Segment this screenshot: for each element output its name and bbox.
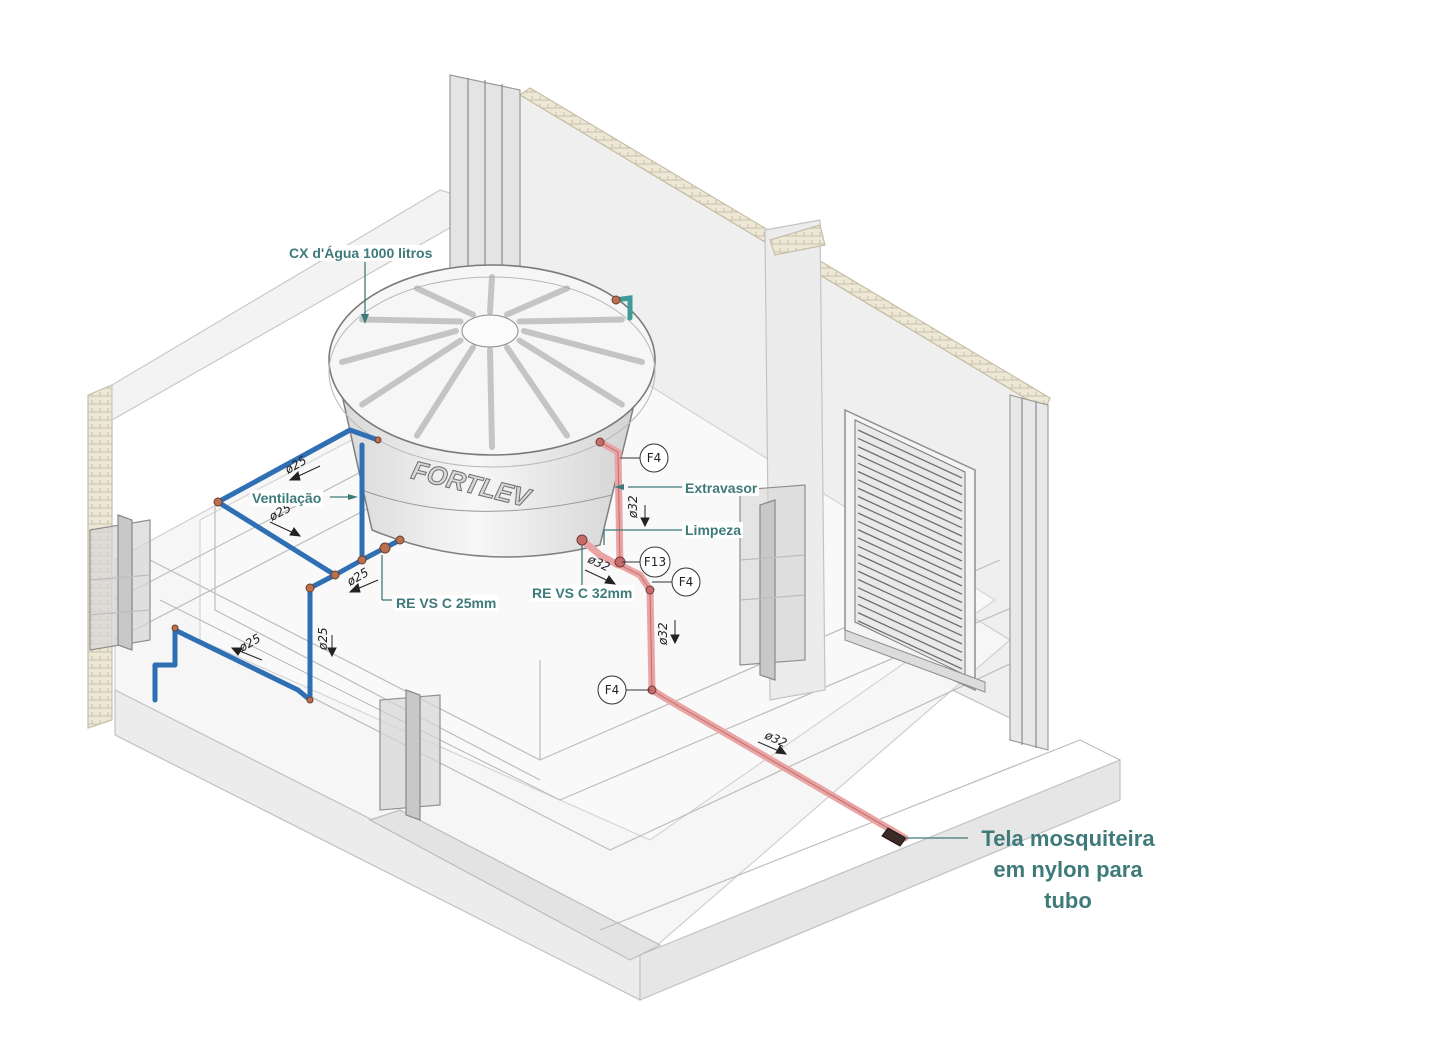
louver-slat xyxy=(857,504,963,554)
cleaning-label: Limpeza xyxy=(683,522,744,538)
lid-rib xyxy=(516,337,625,408)
tag-f13: F13 xyxy=(622,546,671,578)
lid-rib xyxy=(516,316,625,325)
louver-slat xyxy=(857,446,963,496)
leader-lines xyxy=(330,262,968,839)
mosquito-screen-note: Tela mosquiteira em nylon para tubo xyxy=(968,823,1168,916)
lid-rib xyxy=(359,316,464,325)
louver-slat xyxy=(857,620,963,670)
louver-slat xyxy=(857,487,963,537)
louver-slat xyxy=(857,470,963,521)
louver-slat xyxy=(857,479,963,529)
louver-slat xyxy=(857,553,963,604)
lid-rib xyxy=(414,285,476,318)
louver-slat xyxy=(857,512,963,562)
louver-slat xyxy=(857,529,963,579)
louver-slat xyxy=(857,495,963,545)
lid-rib xyxy=(339,328,459,365)
louver-slat xyxy=(857,612,963,662)
valve-25-label: RE VS C 25mm xyxy=(394,595,499,611)
louver-slat xyxy=(857,462,963,512)
tag-f4-low: F4 xyxy=(597,675,650,705)
louver-slat xyxy=(857,570,963,620)
right-column xyxy=(1009,394,1049,751)
svg-text:F4: F4 xyxy=(647,451,662,465)
louver-slat xyxy=(857,437,963,487)
pipe-fittings xyxy=(171,436,405,704)
svg-text:F4: F4 xyxy=(605,683,620,697)
overflow-label: Extravasor xyxy=(683,480,760,496)
louver-slat xyxy=(857,562,963,612)
louver-slat xyxy=(857,520,963,570)
window-louver xyxy=(844,408,986,693)
note-line-2: em nylon para xyxy=(993,857,1143,882)
fitting-tags: F4 F13 F4 F4 xyxy=(597,443,701,705)
louver-slat xyxy=(857,454,963,504)
ventilation-label: Ventilação xyxy=(250,490,324,506)
lid-rib xyxy=(487,274,495,315)
louver-slat xyxy=(857,578,963,628)
water-tank: FORTLEV xyxy=(328,264,656,558)
tag-f4-mid: F4 xyxy=(652,567,701,597)
lid-rib xyxy=(504,344,570,439)
louver-slat xyxy=(857,537,963,587)
louver-slat xyxy=(857,587,963,637)
valve-32-label: RE VS C 32mm xyxy=(530,585,635,601)
tank-lid-hub xyxy=(461,314,519,348)
dimension-annotations xyxy=(230,465,788,755)
louver-slat xyxy=(857,429,963,479)
lid-rib xyxy=(504,285,570,318)
lid-rib xyxy=(414,344,476,439)
svg-text:F13: F13 xyxy=(644,555,666,569)
louver-slat xyxy=(857,603,963,653)
right-beam xyxy=(639,759,1121,1001)
dim-32-a: ø32 xyxy=(626,495,640,519)
lid-rib xyxy=(359,337,464,408)
louver-slat xyxy=(857,595,963,645)
svg-text:F4: F4 xyxy=(679,575,694,589)
tank-capacity-label: CX d'Água 1000 litros xyxy=(287,245,435,261)
lid-rib xyxy=(521,328,645,365)
note-line-3: tubo xyxy=(1044,888,1092,913)
ventilation-pipe xyxy=(215,427,381,703)
mosquito-screen xyxy=(881,827,907,847)
tag-f4-top: F4 xyxy=(620,443,669,473)
lid-rib xyxy=(487,347,495,450)
lower-branch-pipe xyxy=(152,627,178,703)
mid-column-brick xyxy=(769,224,826,256)
note-line-1: Tela mosquiteira xyxy=(981,826,1155,851)
dim-32-c: ø32 xyxy=(656,622,670,646)
dim-25-d: ø25 xyxy=(316,627,330,651)
cleaning-pipe xyxy=(578,536,622,569)
cold-water-pipes xyxy=(152,427,403,703)
louver-slat xyxy=(857,545,963,595)
